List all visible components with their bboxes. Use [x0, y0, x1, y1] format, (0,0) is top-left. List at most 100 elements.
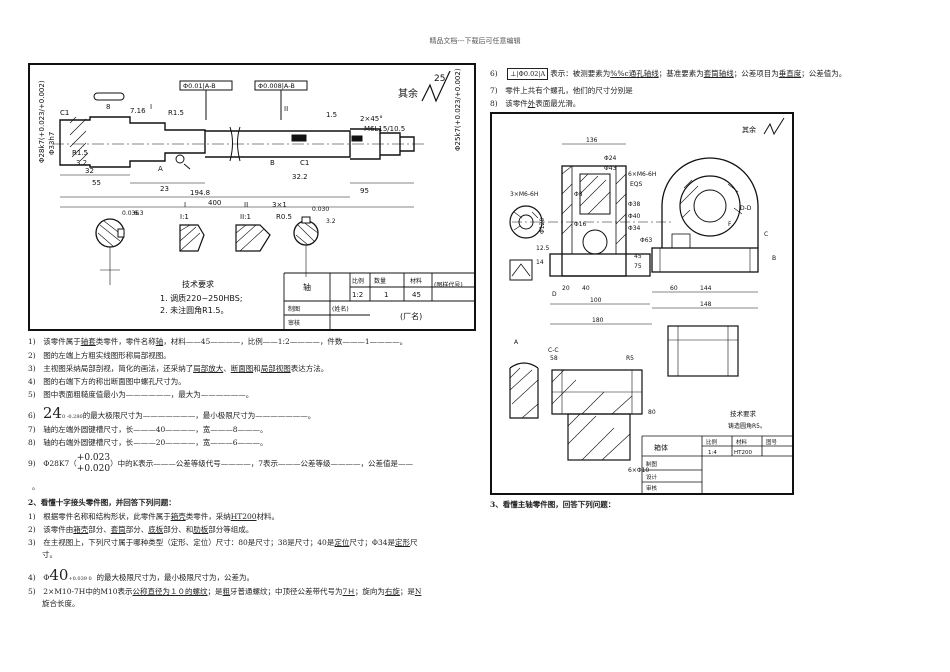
- d2-dim-B: B: [772, 255, 776, 262]
- d2-dim-3xm6: 3×M6-6H: [510, 191, 538, 198]
- other-label-2: 其余: [742, 125, 756, 134]
- d2-notes: 铸造圆角R5。: [728, 422, 766, 430]
- dim-C1-b: C1: [300, 159, 309, 167]
- d2-dim-phi38: Φ38: [628, 201, 641, 208]
- dim-32-2: 32.2: [292, 173, 308, 181]
- d2-dim-phi120: Φ120: [539, 218, 546, 234]
- svg-text:6.3: 6.3: [134, 210, 144, 217]
- note-1: 1. 调质220~250HBS;: [160, 293, 243, 303]
- dim-A: A: [158, 165, 163, 173]
- dim-phi25: Φ25k7(+0.023/+0.002): [454, 68, 462, 151]
- d2-tb-checked: 审核: [646, 484, 658, 492]
- d2-dim-6xphi10: 6×Φ10: [628, 467, 649, 474]
- q1-line-2: 2) 图的左端上方粗实线图形称局部视图。: [28, 351, 171, 360]
- dim-8: 8: [106, 103, 110, 111]
- tb-scale: 1:2: [352, 291, 363, 299]
- section-3-2: 3.2: [326, 218, 336, 225]
- q1-line-5: 5) 图中表面粗糙度值最小为——————，最大为——————。: [28, 390, 254, 399]
- d2-dim-12-5: 12.5: [536, 245, 550, 252]
- tb-h-mat: 材料: [410, 277, 422, 285]
- tol-frame-2: Φ0.008|A-B: [258, 82, 295, 90]
- dim-55: 55: [92, 179, 101, 187]
- d2-tb-h-mat: 材料: [736, 438, 748, 446]
- perpendicularity-frame: ⊥|Φ0.02|A: [507, 68, 549, 80]
- d2-dim-14: 14: [536, 259, 544, 266]
- d2-tb-name: 箱体: [654, 443, 668, 452]
- d2-tb-designed: 设计: [646, 473, 658, 481]
- d2-dim-phi8: Φ8: [574, 191, 583, 198]
- d2-dim-80: 80: [648, 409, 656, 416]
- d2-dim-100: 100: [590, 297, 602, 304]
- tol-frame-1: Φ0.01|A-B: [183, 82, 216, 90]
- d2-dim-C: C: [764, 231, 768, 238]
- dim-194-8: 194.8: [190, 189, 210, 197]
- d2-tb-drawn: 制图: [646, 460, 658, 468]
- d2-dim-144: 144: [700, 285, 712, 292]
- dim-M6: M6L15/10.5: [364, 125, 405, 133]
- d2-dim-75: 75: [634, 263, 642, 270]
- q1-line-3: 3) 主视图采纳局部剖视，简化的画法，还采纳了局部放大、断面图和局部视图表达方法…: [28, 364, 329, 373]
- d2-dim-F: A: [514, 339, 519, 346]
- tb-part-name: 轴: [303, 282, 311, 292]
- tb-qty: 1: [384, 291, 388, 299]
- tb-checked: 审核: [288, 319, 300, 327]
- dim-C1: C1: [60, 109, 69, 117]
- d2-dim-40: 40: [582, 285, 590, 292]
- q1-line-8: 8) 轴的右端外圆键槽尺寸，长———20————，宽———6———。: [28, 438, 268, 447]
- d2-tb-h-code: 图号: [766, 438, 778, 446]
- dim-2x45: 2×45°: [360, 115, 383, 123]
- tb-drawn: 制图: [288, 305, 300, 313]
- q2-line-5: 5) 2×M10-7H中的M10表示公称直径为１０的螺纹；是粗牙普通螺纹；中顶径…: [28, 587, 422, 596]
- d2-dim-180: 180: [592, 317, 604, 324]
- dim-R1-5-b: R1.5: [72, 149, 88, 157]
- notes-title: 技术要求: [182, 279, 214, 289]
- note-2: 2. 未注圆角R1.5。: [160, 305, 228, 315]
- d2-notes-title: 技术要求: [730, 409, 757, 418]
- tb-material: 45: [412, 291, 421, 299]
- dim-7-16: 7.16: [130, 107, 146, 115]
- dim-400: 400: [208, 199, 221, 207]
- dim-95: 95: [360, 187, 369, 195]
- d2-dim-45: 45: [634, 253, 642, 260]
- roughness-value: 25: [434, 74, 445, 84]
- dim-R1-5: R1.5: [168, 109, 184, 117]
- d2-tol-frame: F: [728, 221, 732, 228]
- d2-dim-phi63: Φ63: [640, 237, 653, 244]
- other-surfaces-label: 其余: [398, 87, 418, 100]
- d2-dim-phi43: Φ43: [604, 165, 617, 172]
- section-3x1: 3×1: [272, 201, 287, 209]
- shaft-drawing: 其余 25 Φ0.01|A-B Φ0.008|A-B 32 55 A 23 19…: [28, 63, 476, 331]
- q2-line-2: 2) 该零件由箱壳部分、套筒部分、底板部分、和肋板部分等组成。: [28, 525, 254, 534]
- q2-line-3: 3) 在主视图上，下列尺寸属于哪种类型（定形、定位）尺寸：80是尺寸；38是尺寸…: [28, 538, 418, 547]
- d2-tb-scale: 1:4: [708, 450, 717, 456]
- d2-dim-DD: D-D: [740, 205, 752, 212]
- q2-line-7: 7) 零件上共有个螺孔，他们的尺寸分别是: [490, 86, 633, 95]
- d2-dim-6xm6: 6×M6-6H: [628, 171, 656, 178]
- q1-line-9-end: 。: [32, 482, 40, 491]
- tb-h-scale: 比例: [352, 277, 364, 285]
- section-I-scale: I:1: [180, 213, 189, 221]
- d2-tb-material: HT200: [734, 450, 752, 456]
- d2-dim-phi40: Φ40: [628, 213, 641, 220]
- d2-dim-D: D: [552, 291, 557, 298]
- section-R0-5: R0.5: [276, 213, 292, 221]
- d2-dim-phi34: Φ34: [628, 225, 641, 232]
- q2-line-1: 1) 根据零件名称和结构形状，此零件属于箱壳类零件，采纳HT200材料。: [28, 512, 280, 521]
- d2-dim-58: 58: [550, 355, 558, 362]
- section-dim-1: 0.036: [122, 210, 139, 217]
- tb-h-qty: 数量: [374, 277, 386, 285]
- d2-dim-20: 20: [562, 285, 570, 292]
- q2-line-5-end: 旋合长度。: [42, 599, 80, 608]
- q2-line-4: 4) Φ40+0.039 0 的最大极限尺寸为，最小极限尺寸为，公差为。: [28, 566, 255, 584]
- d2-tb-h-scale: 比例: [706, 438, 718, 446]
- dim-phi33: Φ33h7: [48, 132, 56, 155]
- dim-II: II: [284, 105, 288, 113]
- d2-dim-60: 60: [670, 285, 678, 292]
- tb-factory: (厂名): [400, 311, 422, 321]
- q2-line-3-end: 寸。: [42, 550, 57, 559]
- d2-dim-R5: R5: [626, 355, 634, 362]
- dim-B: B: [270, 159, 275, 167]
- section-II-scale: II:1: [240, 213, 251, 221]
- q1-line-9: 9) Φ28K7（+0.023+0.020）中的K表示———公差等级代号————…: [28, 453, 413, 474]
